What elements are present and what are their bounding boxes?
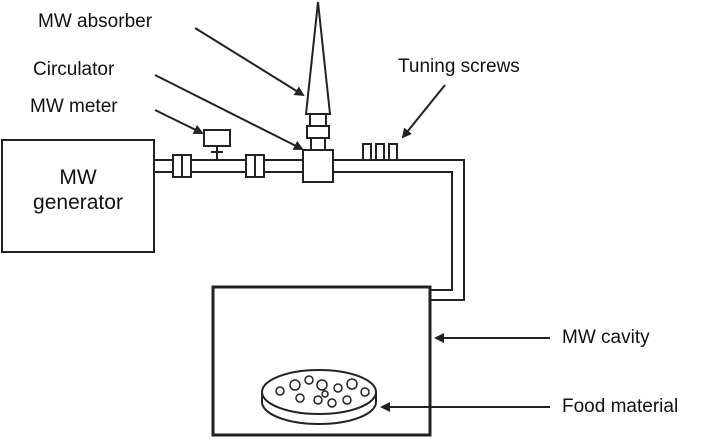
mw-meter — [203, 129, 231, 160]
circulator-block — [302, 149, 334, 183]
mw-absorber-cone — [304, 1, 332, 115]
waveguide-flange-right — [245, 154, 265, 178]
absorber-mount — [306, 113, 330, 151]
mw-generator-label-line2: generator — [33, 191, 123, 214]
mw-generator-label-line1: MW — [59, 166, 97, 189]
mw-absorber-label: MW absorber — [38, 11, 153, 32]
mw-meter-label: MW meter — [30, 96, 118, 117]
mw-cavity-label: MW cavity — [562, 327, 650, 348]
mw-generator-label: MW generator — [2, 165, 154, 215]
circulator-label: Circulator — [33, 59, 115, 80]
food-pieces — [275, 375, 370, 408]
mw-absorber-arrow — [194, 27, 305, 97]
circulator-arrow — [154, 74, 304, 150]
mw-generator-box — [1, 139, 155, 253]
tuning-screws-arrow — [401, 84, 446, 139]
tuning-screws — [362, 143, 398, 161]
food-material-label: Food material — [562, 396, 679, 417]
mw-meter-arrow — [154, 109, 204, 134]
waveguide-flange-left — [172, 154, 192, 178]
tuning-screws-label: Tuning screws — [398, 56, 520, 77]
